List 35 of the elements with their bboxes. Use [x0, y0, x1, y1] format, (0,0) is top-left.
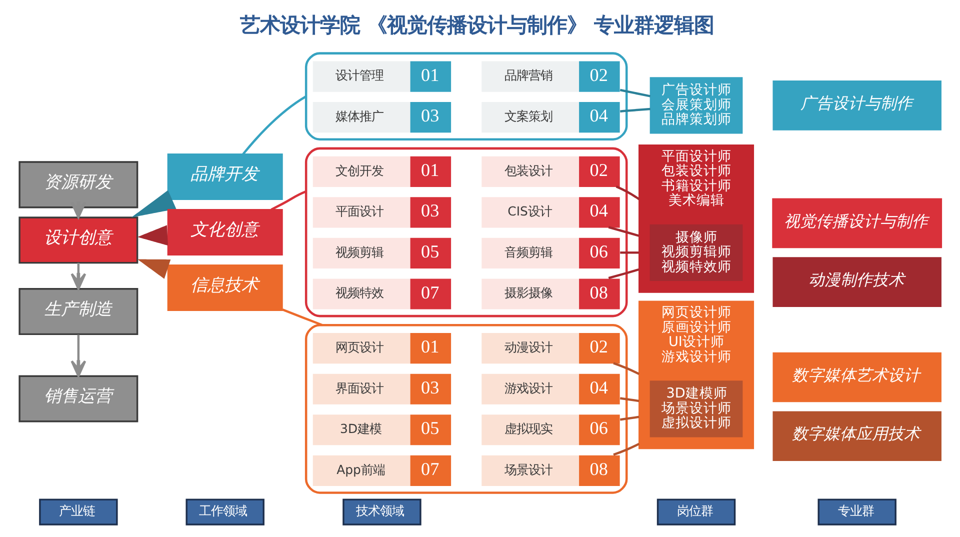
node-box: 生产制造 — [18, 288, 138, 336]
connector — [130, 190, 176, 218]
cluster — [304, 147, 628, 318]
connector — [620, 252, 639, 254]
node-box: 专业群 — [817, 498, 896, 526]
node-box: 产业链 — [38, 498, 118, 526]
diagram-title: 艺术设计学院 《视觉传播设计与制作》 专业群逻辑图 — [239, 13, 714, 38]
node-box: 数字媒体艺术设计 — [772, 352, 941, 402]
node-box: 视觉传播设计与制作 — [772, 198, 942, 248]
connector — [270, 190, 306, 211]
connector — [136, 259, 170, 279]
connector — [619, 416, 639, 421]
arrow — [70, 334, 86, 378]
node-box: 信息技术 — [166, 264, 282, 311]
connector — [619, 88, 650, 98]
node-box: 销售运营 — [18, 375, 138, 422]
cluster — [304, 52, 628, 141]
node-box: 3D建模师 场景设计师 虚拟设计师 — [649, 380, 742, 438]
node-box: 技术领域 — [342, 498, 421, 526]
node-box: 广告设计师 会展策划师 品牌策划师 — [649, 77, 742, 134]
node-box: 工作领域 — [185, 498, 264, 526]
connector — [619, 397, 639, 402]
connector — [136, 225, 168, 246]
arrow — [70, 262, 86, 290]
connector — [620, 108, 650, 112]
node-box: 动漫制作技术 — [772, 257, 941, 307]
node-box: 摄像师 视频剪辑师 视频特效师 — [649, 224, 742, 281]
node-box: 岗位群 — [656, 498, 736, 526]
cluster — [304, 324, 628, 494]
node-box: 数字媒体应用技术 — [772, 411, 941, 462]
node-box: 广告设计与制作 — [772, 80, 941, 130]
connector — [242, 95, 306, 155]
node-box: 设计创意 — [18, 216, 138, 264]
node-box: 文化创意 — [166, 209, 282, 256]
node-box: 品牌开发 — [166, 154, 282, 200]
